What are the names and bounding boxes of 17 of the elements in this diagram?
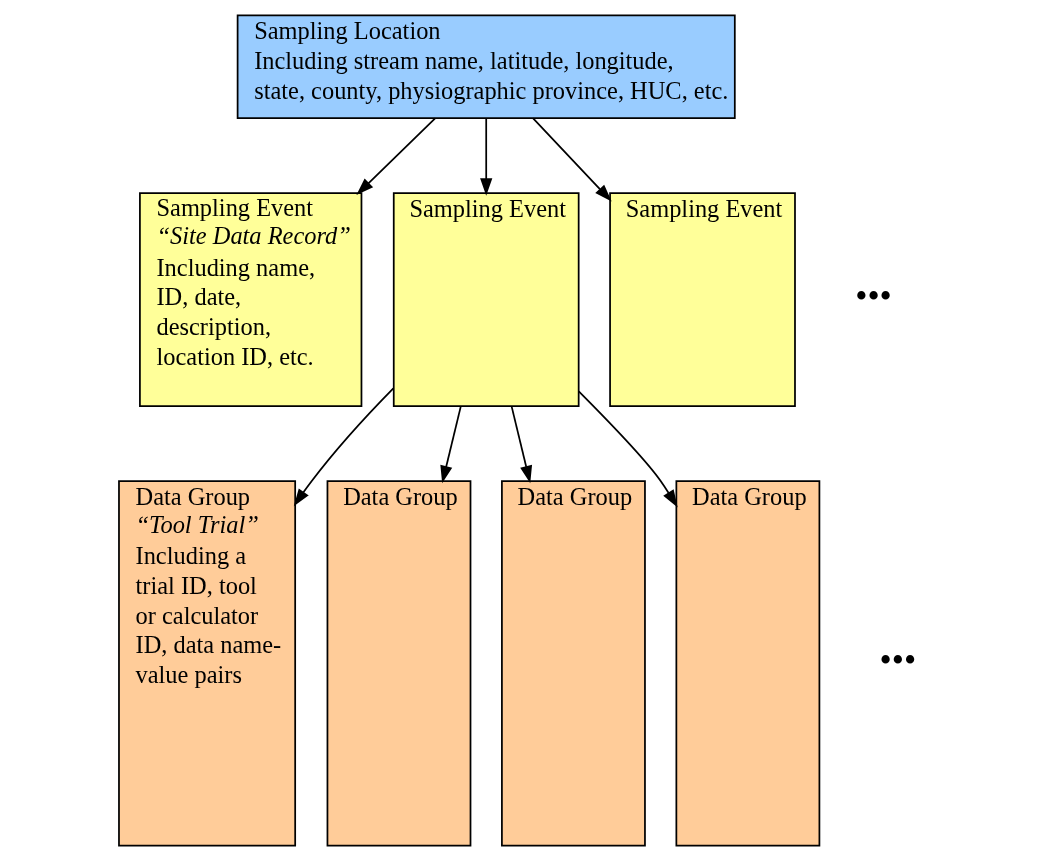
node-box: Sampling Event “Site Data Record” Including name, ID, date, description, location ID, etc. xyxy=(138,192,362,407)
arrow xyxy=(355,117,436,195)
arrow xyxy=(531,117,612,202)
node-box: Sampling Event xyxy=(392,192,580,407)
node-box: Sampling Event xyxy=(608,192,796,407)
arrow xyxy=(439,405,462,484)
node-box: Data Group xyxy=(326,480,471,847)
label: ••• xyxy=(879,641,916,681)
node-box: Data Group xyxy=(675,480,820,847)
arrow xyxy=(479,117,492,196)
node-box: Sampling Location Including stream name, latitude, longitude, state, county, physiographic province, HUC, etc. xyxy=(236,14,736,120)
label: ••• xyxy=(854,277,892,317)
arrow xyxy=(510,405,532,484)
arrow xyxy=(293,387,394,507)
node-box: Data Group “Tool Trial” Including a trial ID, tool or calculator ID, data name-value pairs xyxy=(117,480,296,847)
node-box: Data Group xyxy=(500,480,646,847)
arrow xyxy=(577,390,678,508)
